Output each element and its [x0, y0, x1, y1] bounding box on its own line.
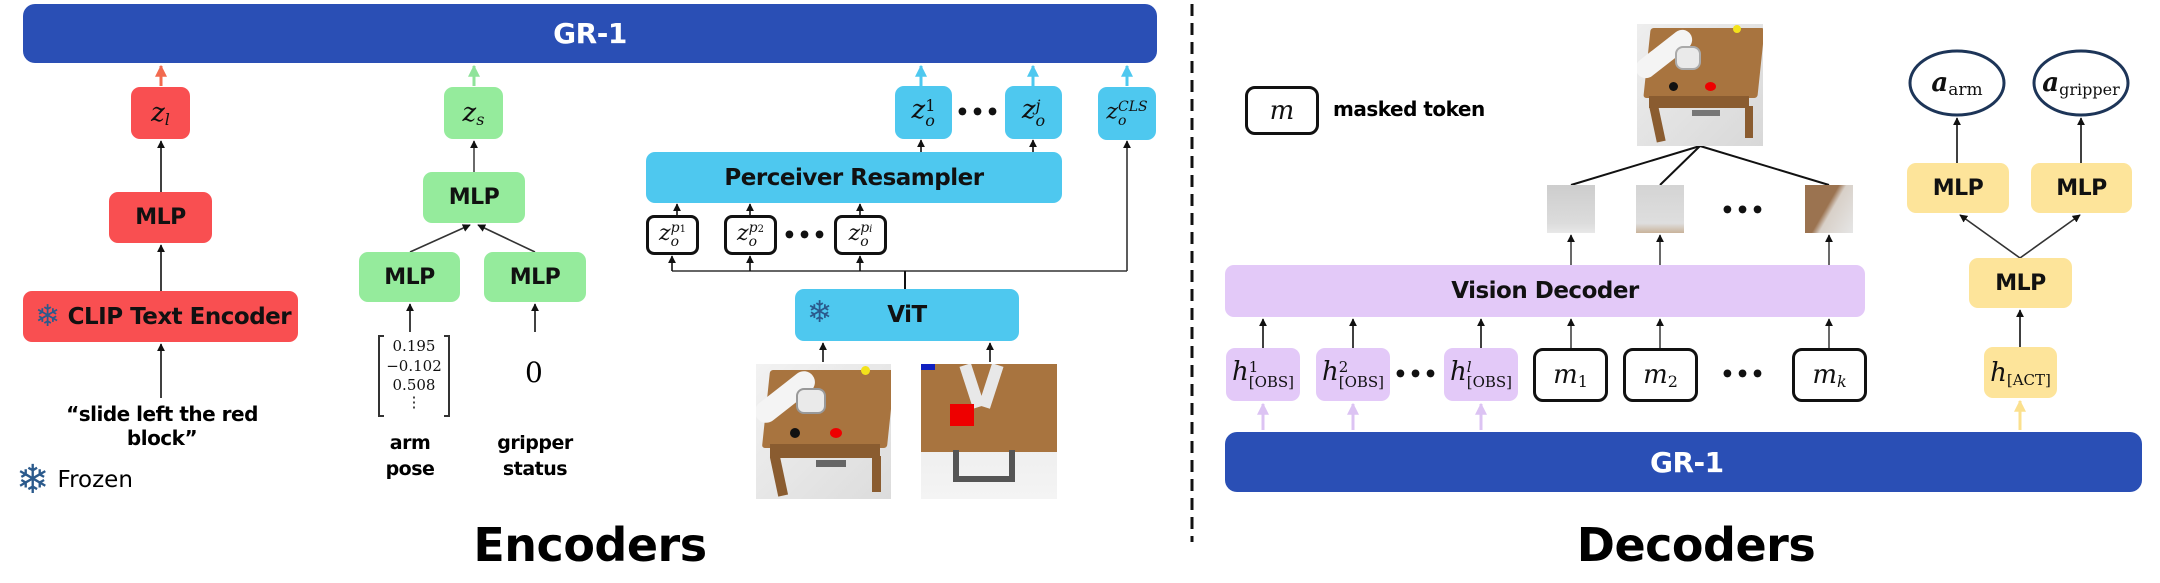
predicted-image: [1637, 24, 1763, 146]
arrow-mlp-to-armmlp: [1959, 214, 2021, 259]
perceiver-resampler: Perceiver Resampler: [646, 152, 1062, 203]
gripper-camera-image: [921, 364, 1057, 499]
math-token: m2: [1643, 360, 1678, 392]
gr1-decoder-bar: GR-1: [1225, 432, 2142, 492]
action-gripper-output: agripper: [2034, 51, 2128, 115]
language-mlp: MLP: [109, 192, 212, 243]
action-arm-output: aarm: [1910, 51, 2004, 115]
masked-token-m2: m2: [1623, 348, 1698, 402]
math-token: zs: [462, 98, 485, 130]
gr1-label: GR-1: [553, 17, 627, 50]
arm-pose-value: ⋮: [406, 392, 422, 411]
snowflake-icon: ❄: [35, 298, 60, 334]
clip-text-encoder: ❄ CLIP Text Encoder: [23, 291, 298, 342]
snowflake-icon: ❄: [16, 457, 50, 503]
ellipsis: •••: [1720, 362, 1766, 388]
state-fusion-mlp: MLP: [423, 172, 525, 223]
arm-pose-mlp: MLP: [359, 252, 460, 302]
static-camera-image: [756, 364, 891, 499]
math-token: m1: [1553, 360, 1588, 392]
image-to-patch1: [1570, 145, 1701, 186]
action-arm-ellipse: [1908, 49, 2006, 117]
gr1-label: GR-1: [1650, 445, 1724, 479]
action-gripper-mlp: MLP: [2031, 163, 2132, 213]
math-token: zl: [151, 98, 170, 130]
image-to-patch2: [1659, 145, 1701, 186]
snowflake-icon: ❄: [807, 295, 832, 330]
ellipsis: •••: [782, 223, 828, 249]
encoders-title: Encoders: [473, 518, 707, 572]
predicted-patch-2: [1636, 185, 1684, 233]
vit-label: ViT: [887, 302, 927, 328]
math-token: mk: [1812, 360, 1847, 392]
clip-text-encoder-label: CLIP Text Encoder: [67, 303, 292, 330]
arm-pose-value: 0.508: [392, 376, 436, 394]
decoders-title: Decoders: [1576, 518, 1816, 572]
arm-pose-value: 0.195: [392, 337, 436, 355]
gr1-encoder-bar: GR-1: [23, 4, 1157, 63]
state-token-zs: zs: [444, 87, 503, 139]
language-instruction: “slide left the red block”: [66, 402, 258, 450]
arm-pose-value: −0.102: [386, 356, 442, 375]
image-to-patchk: [1699, 145, 1830, 186]
action-token-hact: h[ACT]: [1984, 347, 2057, 398]
masked-token-m1: m1: [1533, 348, 1608, 402]
arm-pose-label: arm pose: [385, 432, 435, 480]
arrow-grippermlp-to-fuse: [477, 224, 536, 253]
math-token: agripper: [2042, 68, 2120, 100]
action-shared-mlp: MLP: [1969, 258, 2072, 308]
action-gripper-ellipse: [2032, 49, 2130, 117]
masked-token-mk: mk: [1792, 348, 1867, 402]
ellipsis: •••: [955, 100, 1001, 126]
arrow-armmlp-to-fuse: [409, 224, 471, 253]
gripper-status-value: 0: [525, 356, 543, 389]
arm-pose-vector: 0.195 −0.102 0.508 ⋮: [378, 335, 450, 417]
masked-token-legend-label: masked token: [1333, 97, 1485, 121]
language-token-zl: zl: [131, 87, 190, 139]
gripper-status-mlp: MLP: [484, 252, 586, 302]
ellipsis: •••: [1720, 198, 1766, 224]
predicted-patch-k: [1805, 185, 1853, 233]
gripper-status-label: gripper status: [497, 432, 573, 480]
vit-encoder: ❄ ViT: [795, 289, 1019, 341]
math-token: aarm: [1931, 68, 1983, 101]
math-token: h[ACT]: [1990, 357, 2051, 389]
frozen-legend-label: Frozen: [57, 467, 133, 493]
arrow-mlp-to-grippermlp: [2019, 214, 2081, 259]
ellipsis: •••: [1393, 362, 1439, 388]
masked-token-legend-box: m: [1245, 86, 1319, 135]
vision-decoder: Vision Decoder: [1225, 265, 1865, 317]
action-arm-mlp: MLP: [1907, 163, 2009, 213]
predicted-patch-1: [1547, 185, 1595, 233]
frozen-legend: ❄ Frozen: [16, 457, 133, 503]
math-token: m: [1269, 95, 1295, 126]
